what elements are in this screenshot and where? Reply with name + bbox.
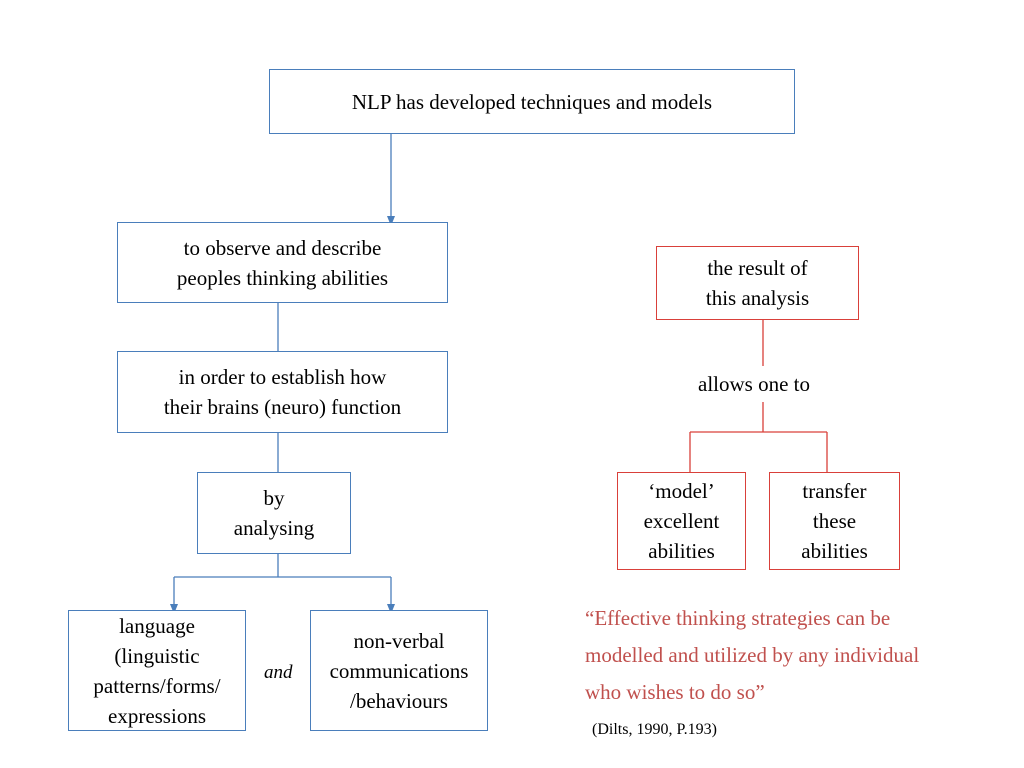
- model-abilities-box: ‘model’ excellent abilities: [617, 472, 746, 570]
- transfer-abilities-box: transfer these abilities: [769, 472, 900, 570]
- language-box: language (linguistic patterns/forms/ exp…: [68, 610, 246, 731]
- transfer-abilities-line-3: abilities: [801, 539, 868, 563]
- by-analysing-line-1: by: [263, 486, 285, 510]
- nonverbal-box: non-verbal communications /behaviours: [310, 610, 488, 731]
- dilts-quote: “Effective thinking strategies can be mo…: [585, 600, 1015, 711]
- result-analysis-box: the result of this analysis: [656, 246, 859, 320]
- result-analysis-line-2: this analysis: [705, 286, 810, 310]
- model-abilities-line-1: ‘model’: [648, 479, 715, 503]
- quote-line-1: “Effective thinking strategies can be: [585, 606, 891, 630]
- by-analysing-line-2: analysing: [233, 516, 315, 540]
- transfer-abilities-line-1: transfer: [802, 479, 867, 503]
- quote-line-2: modelled and utilized by any individual: [585, 643, 920, 667]
- language-line-2: (linguistic: [114, 643, 200, 668]
- establish-function-line-1: in order to establish how: [178, 365, 387, 389]
- language-line-1: language: [119, 613, 195, 638]
- nlp-techniques-box: NLP has developed techniques and models: [269, 69, 795, 134]
- and-label: and: [264, 662, 293, 683]
- by-analysing-box: by analysing: [197, 472, 351, 554]
- quote-line-3: who wishes to do so”: [585, 680, 765, 704]
- nonverbal-line-3: /behaviours: [350, 688, 448, 713]
- transfer-abilities-line-2: these: [812, 509, 857, 533]
- observe-describe-line-1: to observe and describe: [183, 235, 382, 260]
- establish-function-box: in order to establish how their brains (…: [117, 351, 448, 433]
- result-analysis-line-1: the result of: [707, 256, 808, 280]
- establish-function-line-2: their brains (neuro) function: [163, 395, 402, 419]
- model-abilities-line-2: excellent: [643, 509, 720, 533]
- allows-one-to-label: allows one to: [698, 372, 810, 396]
- language-line-4: expressions: [108, 703, 206, 728]
- model-abilities-line-3: abilities: [648, 539, 715, 563]
- language-line-3: patterns/forms/: [93, 673, 221, 698]
- observe-describe-line-2: peoples thinking abilities: [176, 265, 389, 290]
- observe-describe-box: to observe and describe peoples thinking…: [117, 222, 448, 303]
- quote-citation: (Dilts, 1990, P.193): [592, 721, 717, 738]
- nonverbal-line-1: non-verbal: [353, 628, 445, 653]
- nonverbal-line-2: communications: [329, 658, 469, 683]
- nlp-techniques-text: NLP has developed techniques and models: [351, 89, 713, 114]
